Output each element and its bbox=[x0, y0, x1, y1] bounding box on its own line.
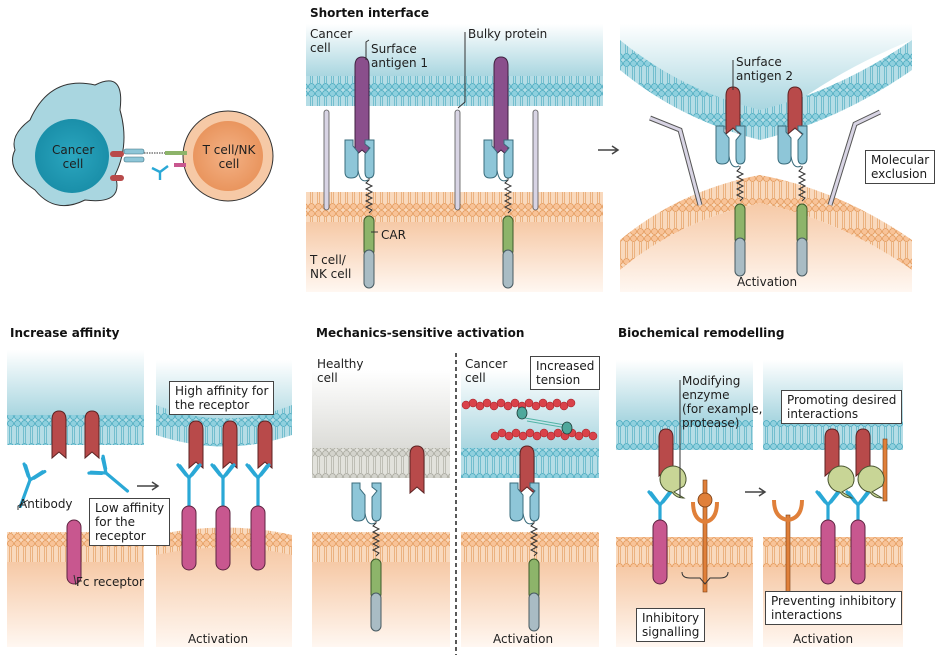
callout-high-affinity: High affinity for the receptor bbox=[169, 381, 275, 415]
label-surface-antigen-2: Surface antigen 2 bbox=[736, 55, 794, 83]
shorten-interface-after bbox=[620, 24, 912, 292]
label-cancer-cell: Cancer cell bbox=[310, 27, 353, 55]
shorten-interface-before bbox=[306, 24, 603, 292]
callout-promoting-interactions: Promoting desired interactions bbox=[781, 390, 903, 424]
label-modifying-enzyme: Modifying enzyme (for example, protease) bbox=[682, 374, 763, 430]
label-healthy-cell: Healthy cell bbox=[317, 357, 364, 385]
callout-increased-tension: Increased tension bbox=[530, 356, 601, 390]
overview-illustration bbox=[12, 80, 274, 207]
panel-title-mechanics: Mechanics-sensitive activation bbox=[316, 326, 525, 340]
label-surface-antigen-1: Surface antigen 1 bbox=[371, 42, 429, 70]
overview-cancer-cell-label: Cancer cell bbox=[52, 143, 95, 171]
callout-preventing-interactions: Preventing inhibitory interactions bbox=[765, 591, 903, 625]
label-activation-mechanics: Activation bbox=[493, 632, 554, 646]
overview-effector-cell-label: T cell/NK cell bbox=[202, 143, 256, 171]
panel-title-shorten-interface: Shorten interface bbox=[310, 6, 429, 20]
mechanics-illustration bbox=[312, 353, 599, 655]
label-fc-receptor: Fc receptor bbox=[76, 575, 144, 589]
arrow-icon bbox=[137, 481, 160, 491]
callout-molecular-exclusion: Molecular exclusion bbox=[865, 150, 936, 184]
label-car: CAR bbox=[381, 228, 406, 242]
panel-title-increase-affinity: Increase affinity bbox=[10, 326, 120, 340]
label-effector-cell: T cell/ NK cell bbox=[310, 253, 352, 281]
arrow-icon bbox=[745, 487, 767, 497]
actin-filaments bbox=[461, 398, 598, 441]
label-activation-shorten: Activation bbox=[737, 275, 798, 289]
effector-cell-nucleus bbox=[193, 121, 263, 191]
callout-inhibitory-signalling: Inhibitory signalling bbox=[636, 608, 706, 642]
label-bulky-protein: Bulky protein bbox=[468, 27, 548, 41]
label-antibody: Antibody bbox=[19, 497, 73, 511]
panel-title-biochemical: Biochemical remodelling bbox=[618, 326, 785, 340]
label-cancer-cell-mechanics: Cancer cell bbox=[465, 357, 508, 385]
cancer-cell-nucleus bbox=[35, 119, 109, 193]
arrow-icon bbox=[598, 145, 620, 155]
label-activation-affinity: Activation bbox=[188, 632, 249, 646]
label-activation-biochemical: Activation bbox=[793, 632, 854, 646]
callout-low-affinity: Low affinity for the receptor bbox=[89, 498, 171, 546]
